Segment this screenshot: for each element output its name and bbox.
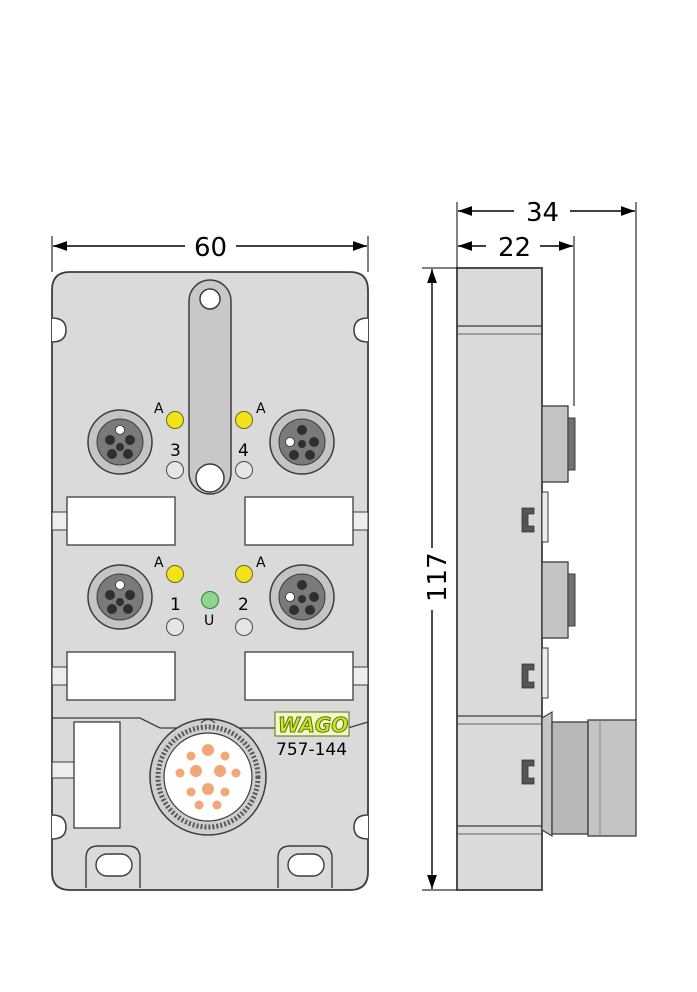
wago-logo-box: [274, 711, 350, 737]
led-supply-u: [201, 591, 219, 609]
led-off-port1: [166, 618, 184, 636]
label-a-port1: A: [154, 555, 164, 571]
label-a-port2: A: [256, 555, 266, 571]
mount-notch-left-top: [51, 317, 67, 343]
side-port-upper: [521, 405, 576, 543]
led-a-port2: [235, 565, 253, 583]
led-a-port3: [166, 411, 184, 429]
label-port-2: 2: [238, 595, 249, 615]
label-port-3: 3: [170, 441, 181, 461]
port-1: [87, 564, 153, 630]
strap-hole-top: [199, 288, 221, 310]
dimension-height-value: 117: [423, 552, 453, 602]
port-3: [87, 409, 153, 475]
side-port-lower: [521, 561, 576, 699]
strap-hole-bottom: [195, 463, 225, 493]
dimension-depth-body-value: 22: [498, 233, 531, 263]
marker-strips: [51, 496, 369, 701]
side-power-connector: [521, 710, 637, 838]
dimension-depth-total: 34: [456, 198, 637, 720]
lower-marker-strip: [73, 721, 121, 829]
dimension-height: 117: [422, 267, 457, 891]
label-supply-u: U: [204, 613, 214, 629]
dimension-width: 60: [51, 233, 369, 272]
mounting-strap: [188, 279, 232, 495]
wago-logo: WAGO: [278, 713, 348, 737]
label-port-1: 1: [170, 595, 181, 615]
led-off-port2: [235, 618, 253, 636]
mount-slot-hole-left: [95, 853, 133, 877]
mount-notch-right-bottom: [353, 814, 369, 840]
led-off-port3: [166, 461, 184, 479]
port-2: [269, 564, 335, 630]
front-view: A A 3 4 A A 1 2 U: [51, 271, 369, 891]
side-view: [456, 267, 637, 891]
lower-section-outline: [52, 717, 369, 729]
label-port-4: 4: [238, 441, 249, 461]
label-a-port3: A: [154, 401, 164, 417]
mount-notch-left-bottom: [51, 814, 67, 840]
led-off-port4: [235, 461, 253, 479]
port-4: [269, 409, 335, 475]
dimension-width-value: 60: [194, 233, 227, 263]
lower-side-rail-left: [51, 761, 75, 779]
dimension-depth-body: 22: [458, 233, 575, 406]
side-housing: [456, 267, 543, 891]
mount-slot-hole-right: [287, 853, 325, 877]
label-a-port4: A: [256, 401, 266, 417]
mount-notch-right-top: [353, 317, 369, 343]
power-connector: [149, 718, 267, 836]
led-a-port1: [166, 565, 184, 583]
dimension-depth-total-value: 34: [526, 198, 559, 228]
part-number: 757-144: [276, 740, 347, 760]
led-a-port4: [235, 411, 253, 429]
